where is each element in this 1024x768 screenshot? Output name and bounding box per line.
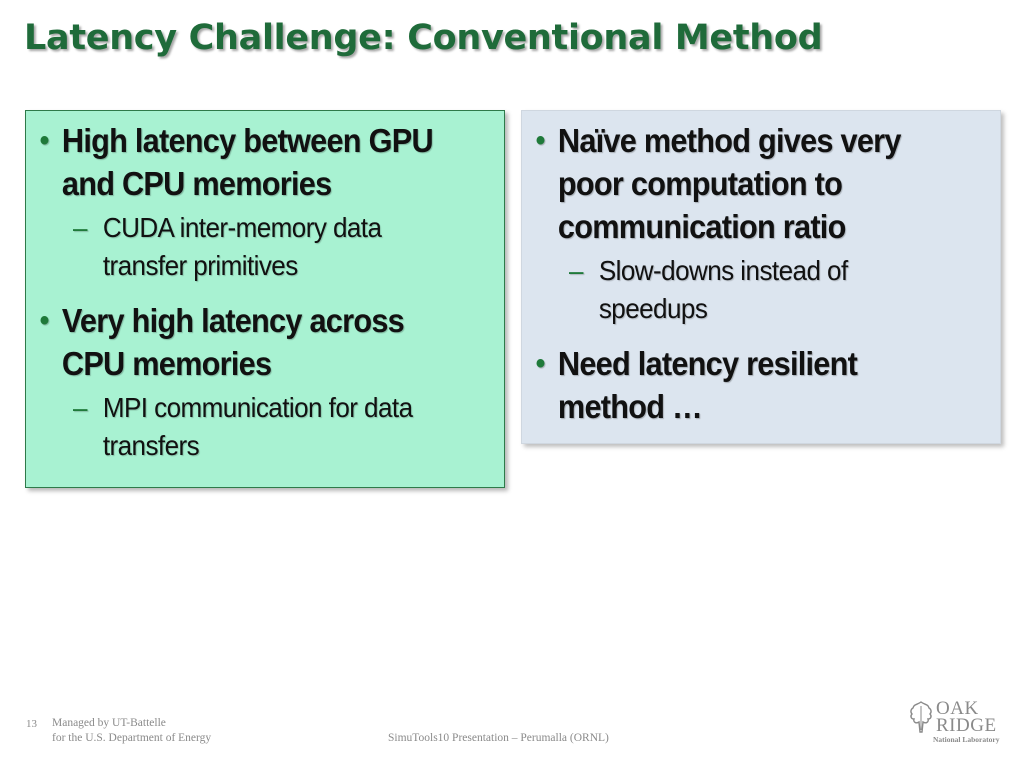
slide-title: Latency Challenge: Conventional Method [24, 18, 823, 58]
left-content-box: • High latency between GPU and CPU memor… [25, 110, 505, 488]
bullet-text: High latency between GPU and CPU memorie… [61, 122, 434, 202]
oak-leaf-icon [910, 701, 932, 733]
bullet-text: Very high latency across CPU memories [61, 302, 405, 382]
bullet-text: Need latency resilient method … [557, 345, 858, 425]
list-item: • High latency between GPU and CPU memor… [34, 119, 492, 285]
bullet-dot-icon: • [39, 124, 50, 157]
dash-icon: – [569, 255, 583, 286]
footer-managed-line2: for the U.S. Department of Energy [52, 732, 212, 744]
list-item: • Naïve method gives very poor computati… [530, 119, 988, 328]
ornl-logo: OAK RIDGE National Laboratory [908, 698, 1000, 746]
bullet-dot-icon: • [39, 304, 50, 337]
logo-text-oak: OAK [936, 698, 979, 719]
footer-managed-by: Managed by UT-Battelle for the U.S. Depa… [52, 716, 211, 746]
sub-bullet-text: Slow-downs instead of speedups [598, 255, 848, 324]
logo-text-ridge: RIDGE [936, 715, 997, 736]
bullet-dot-icon: • [535, 347, 546, 380]
footer-managed-line1: Managed by UT-Battelle [52, 717, 166, 729]
sub-bullet-text: CUDA inter-memory data transfer primitiv… [102, 212, 382, 281]
left-bullet-list: • High latency between GPU and CPU memor… [34, 119, 492, 465]
right-bullet-list: • Naïve method gives very poor computati… [530, 119, 988, 428]
list-item: • Very high latency across CPU memories … [34, 299, 492, 465]
bullet-dot-icon: • [535, 124, 546, 157]
footer-presentation-credit: SimuTools10 Presentation – Perumalla (OR… [388, 732, 609, 744]
sub-bullet-text: MPI communication for data transfers [102, 392, 413, 461]
slide-number: 13 [26, 718, 37, 730]
dash-icon: – [73, 212, 87, 243]
right-content-box: • Naïve method gives very poor computati… [521, 110, 1001, 444]
list-item: • Need latency resilient method … [530, 342, 988, 428]
bullet-text: Naïve method gives very poor computation… [557, 122, 902, 245]
dash-icon: – [73, 392, 87, 423]
logo-text-lab: National Laboratory [933, 735, 1000, 744]
